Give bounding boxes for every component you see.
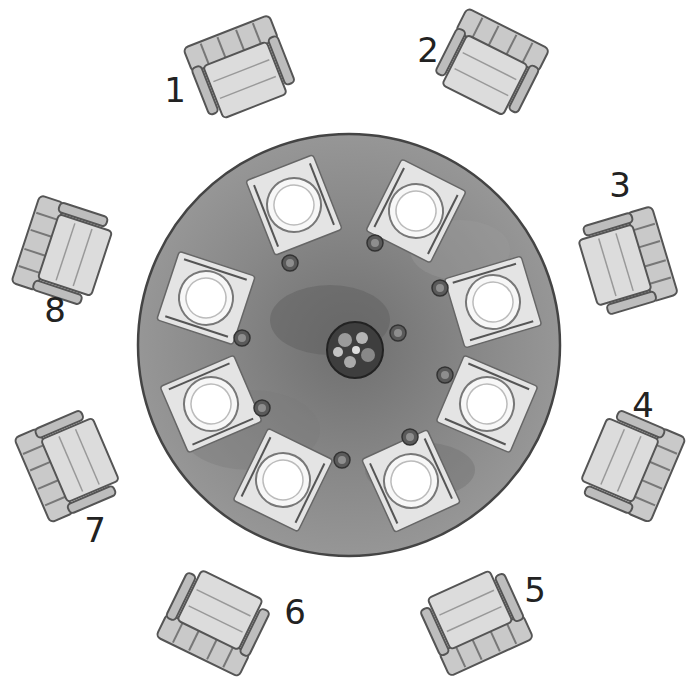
callout-number: 3 xyxy=(609,168,631,202)
callout-number: 8 xyxy=(44,293,66,327)
callout-number: 1 xyxy=(164,73,186,107)
callout-number: 7 xyxy=(84,513,106,547)
callout-number: 6 xyxy=(284,595,306,629)
callout-number: 2 xyxy=(417,33,439,67)
callout-number: 5 xyxy=(524,573,546,607)
callout-number: 4 xyxy=(632,388,654,422)
